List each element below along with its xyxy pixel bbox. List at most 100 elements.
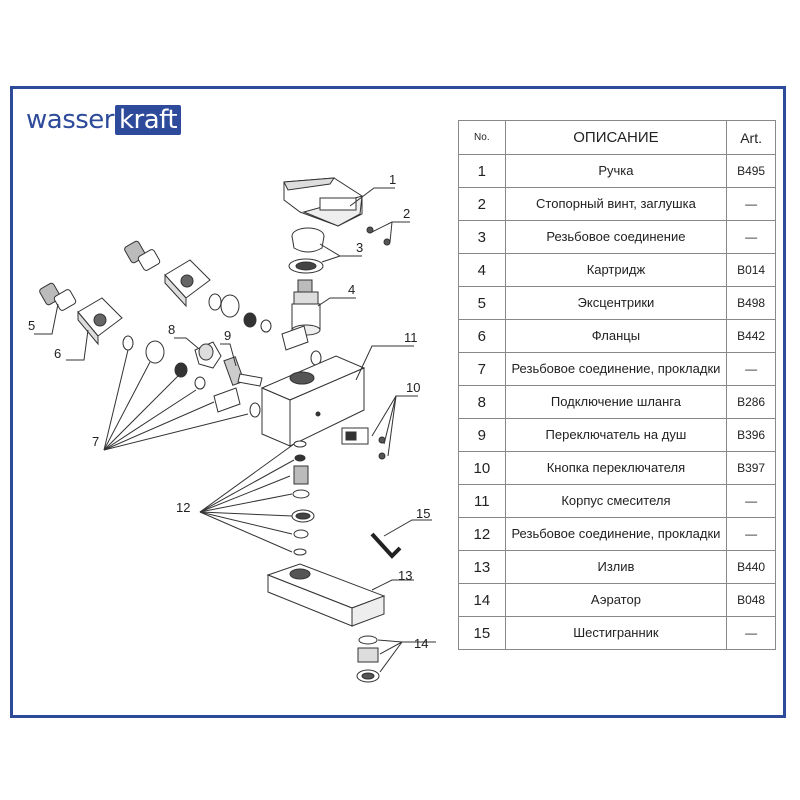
- part-handle: [283, 177, 363, 227]
- callout-7: 7: [92, 434, 99, 449]
- row-article: —: [726, 616, 776, 650]
- callout-2: 2: [403, 206, 410, 221]
- row-description: Резьбовое соединение, прокладки: [504, 517, 728, 551]
- callout-14: 14: [414, 636, 428, 651]
- brand-name-part1: wasser: [26, 105, 114, 135]
- row-article: —: [726, 220, 776, 254]
- row-number: 14: [458, 583, 506, 617]
- row-number: 6: [458, 319, 506, 353]
- row-article: B286: [726, 385, 776, 419]
- callout-numbers: 1 2 3 4 5 6 7 8 9 10 11 12 13 15 14: [28, 172, 430, 651]
- row-number: 12: [458, 517, 506, 551]
- row-article: B440: [726, 550, 776, 584]
- row-article: B014: [726, 253, 776, 287]
- row-article: B396: [726, 418, 776, 452]
- callout-4: 4: [348, 282, 355, 297]
- row-description: Аэратор: [504, 583, 728, 617]
- part-screw-plug: [366, 226, 391, 246]
- row-description: Шестигранник: [504, 616, 728, 650]
- part-seals-left: [122, 293, 322, 418]
- row-article: —: [726, 484, 776, 518]
- row-description: Резьбовое соединение, прокладки: [504, 352, 728, 386]
- row-number: 8: [458, 385, 506, 419]
- row-article: B498: [726, 286, 776, 320]
- part-shower-switch: [223, 356, 263, 387]
- row-number: 1: [458, 154, 506, 188]
- row-number: 9: [458, 418, 506, 452]
- row-number: 5: [458, 286, 506, 320]
- callout-10: 10: [406, 380, 420, 395]
- row-description: Кнопка переключателя: [504, 451, 728, 485]
- row-number: 15: [458, 616, 506, 650]
- row-article: —: [726, 187, 776, 221]
- row-number: 3: [458, 220, 506, 254]
- row-article: B495: [726, 154, 776, 188]
- callout-11: 11: [404, 330, 418, 345]
- header-description: ОПИСАНИЕ: [504, 120, 728, 155]
- row-description: Переключатель на душ: [504, 418, 728, 452]
- part-flanges: [77, 259, 211, 346]
- part-hose-connection: [194, 341, 222, 369]
- callout-12: 12: [176, 500, 190, 515]
- header-art: Art.: [726, 120, 776, 155]
- part-eccentrics: [39, 240, 161, 311]
- callout-9: 9: [224, 328, 231, 343]
- row-description: Эксцентрики: [504, 286, 728, 320]
- part-switch-button: [341, 427, 386, 460]
- row-description: Излив: [504, 550, 728, 584]
- callout-15: 15: [416, 506, 430, 521]
- brand-name-part2: kraft: [114, 105, 182, 135]
- row-number: 7: [458, 352, 506, 386]
- row-article: —: [726, 517, 776, 551]
- part-threaded-connection: [288, 227, 325, 274]
- part-aerator: [356, 635, 380, 683]
- part-mixer-body: [260, 355, 366, 447]
- row-article: —: [726, 352, 776, 386]
- callout-6: 6: [54, 346, 61, 361]
- row-description: Подключение шланга: [504, 385, 728, 419]
- part-cartridge: [291, 279, 321, 336]
- row-description: Стопорный винт, заглушка: [504, 187, 728, 221]
- row-description: Картридж: [504, 253, 728, 287]
- row-article: B397: [726, 451, 776, 485]
- header-no: No.: [458, 120, 506, 155]
- row-number: 10: [458, 451, 506, 485]
- part-seals-spout: [291, 440, 315, 556]
- callout-5: 5: [28, 318, 35, 333]
- row-description: Корпус смесителя: [504, 484, 728, 518]
- row-description: Фланцы: [504, 319, 728, 353]
- row-description: Резьбовое соединение: [504, 220, 728, 254]
- row-number: 13: [458, 550, 506, 584]
- row-article: B442: [726, 319, 776, 353]
- callout-8: 8: [168, 322, 175, 337]
- row-description: Ручка: [504, 154, 728, 188]
- parts-table-header: No. ОПИСАНИЕ Art.: [458, 120, 776, 155]
- row-number: 11: [458, 484, 506, 518]
- callout-3: 3: [356, 240, 363, 255]
- part-spout: [266, 563, 386, 627]
- callout-1: 1: [389, 172, 396, 187]
- row-number: 2: [458, 187, 506, 221]
- leader-lines: [34, 187, 436, 673]
- callout-13: 13: [398, 568, 412, 583]
- row-number: 4: [458, 253, 506, 287]
